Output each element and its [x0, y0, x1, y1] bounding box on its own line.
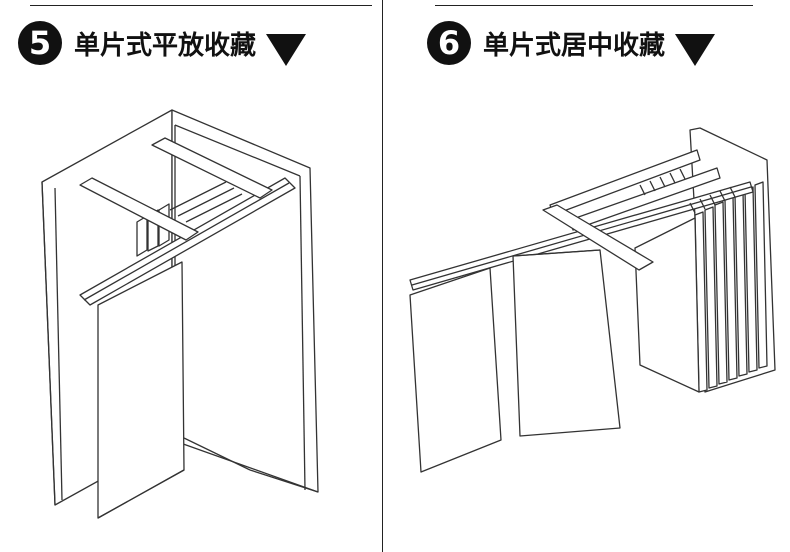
panel-flat-storage: 5 单片式平放收藏: [18, 5, 372, 519]
step-number-badge: 6: [427, 21, 471, 65]
floor-line: [183, 437, 251, 471]
right-wall: [171, 109, 319, 493]
rail-slat: [177, 187, 235, 217]
panel-heading: 5 单片式平放收藏: [18, 20, 307, 66]
panel-divider: [382, 0, 383, 552]
hanging-panel: [97, 261, 185, 519]
top-rule: [435, 5, 753, 6]
right-wall-inner: [299, 175, 306, 491]
down-triangle-icon: [675, 34, 716, 66]
floor-line: [97, 469, 185, 519]
down-triangle-icon: [266, 34, 307, 66]
cross-rail: [151, 137, 273, 199]
step-number-badge: 5: [18, 21, 62, 65]
stacked-panels: [694, 181, 768, 393]
rail-slats: [639, 168, 736, 214]
panel-heading: 6 单片式居中收藏: [427, 20, 716, 66]
rail-slat: [169, 181, 227, 211]
rail-slat: [185, 193, 243, 223]
panel-center-storage: 6 单片式居中收藏: [395, 0, 790, 552]
center-storage-illustration: [409, 127, 776, 473]
stacked-panel-front: [634, 217, 700, 393]
cross-rail: [542, 204, 654, 271]
flat-storage-illustration: [41, 109, 319, 519]
cross-rail: [79, 177, 199, 241]
hanging-panel-center: [512, 249, 621, 437]
stacked-panel: [136, 215, 148, 257]
floor-line: [249, 469, 319, 493]
top-rule: [30, 5, 372, 6]
main-rail-edge: [411, 186, 752, 286]
hanging-panel-left: [409, 267, 502, 473]
panel-title: 单片式居中收藏: [483, 30, 666, 61]
main-rail-edge: [83, 182, 290, 301]
panel-hanger: [512, 249, 601, 257]
panel-title: 单片式平放收藏: [74, 30, 257, 61]
wall-inner-edge: [54, 187, 63, 501]
right-wall-top: [174, 124, 301, 177]
wall-edge: [41, 181, 56, 506]
